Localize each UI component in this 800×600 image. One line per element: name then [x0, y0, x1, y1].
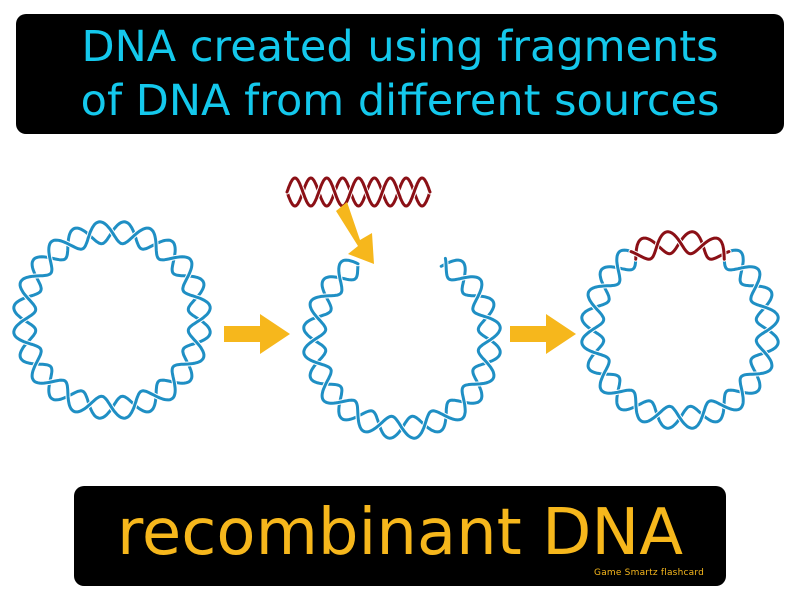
cut-helix-outline: [301, 255, 503, 441]
foreign-dna-fragment: [284, 175, 433, 209]
recomb-red-helix-strand-b: [629, 230, 726, 261]
plasmid-recombinant: [579, 229, 781, 431]
arrow-right-2: [510, 314, 576, 354]
fragment-helix-strand-b: [285, 176, 432, 208]
whole-helix-strand-b: [12, 220, 212, 420]
arrow-right-1: [224, 314, 290, 354]
plasmid-whole: [11, 219, 213, 421]
fragment-helix-strand-a: [285, 176, 432, 208]
cut-helix-strand-a: [302, 258, 502, 440]
cut-helix-outline: [301, 257, 503, 441]
definition-panel: DNA created using fragments of DNA from …: [16, 14, 784, 134]
term-title: recombinant DNA: [116, 496, 684, 570]
whole-helix-outline: [11, 219, 213, 421]
cut-helix-strand-b: [302, 256, 502, 440]
definition-line-1: DNA created using fragments: [81, 22, 719, 72]
recomb-blue-helix-strand-b: [580, 248, 780, 430]
whole-helix-outline: [11, 219, 213, 421]
definition-line-2: of DNA from different sources: [80, 76, 720, 126]
brand-label: Game Smartz flashcard: [594, 568, 704, 578]
term-panel: recombinant DNA Game Smartz flashcard: [74, 486, 726, 586]
recomb-blue-helix-strand-a: [580, 248, 780, 430]
recomb-blue-helix-outline: [579, 247, 781, 431]
whole-helix-strand-a: [12, 220, 212, 420]
recomb-blue-helix-outline: [579, 247, 781, 431]
recombinant-dna-illustration: [11, 175, 781, 441]
arrow-insert: [336, 202, 374, 264]
plasmid-cut: [301, 255, 503, 441]
